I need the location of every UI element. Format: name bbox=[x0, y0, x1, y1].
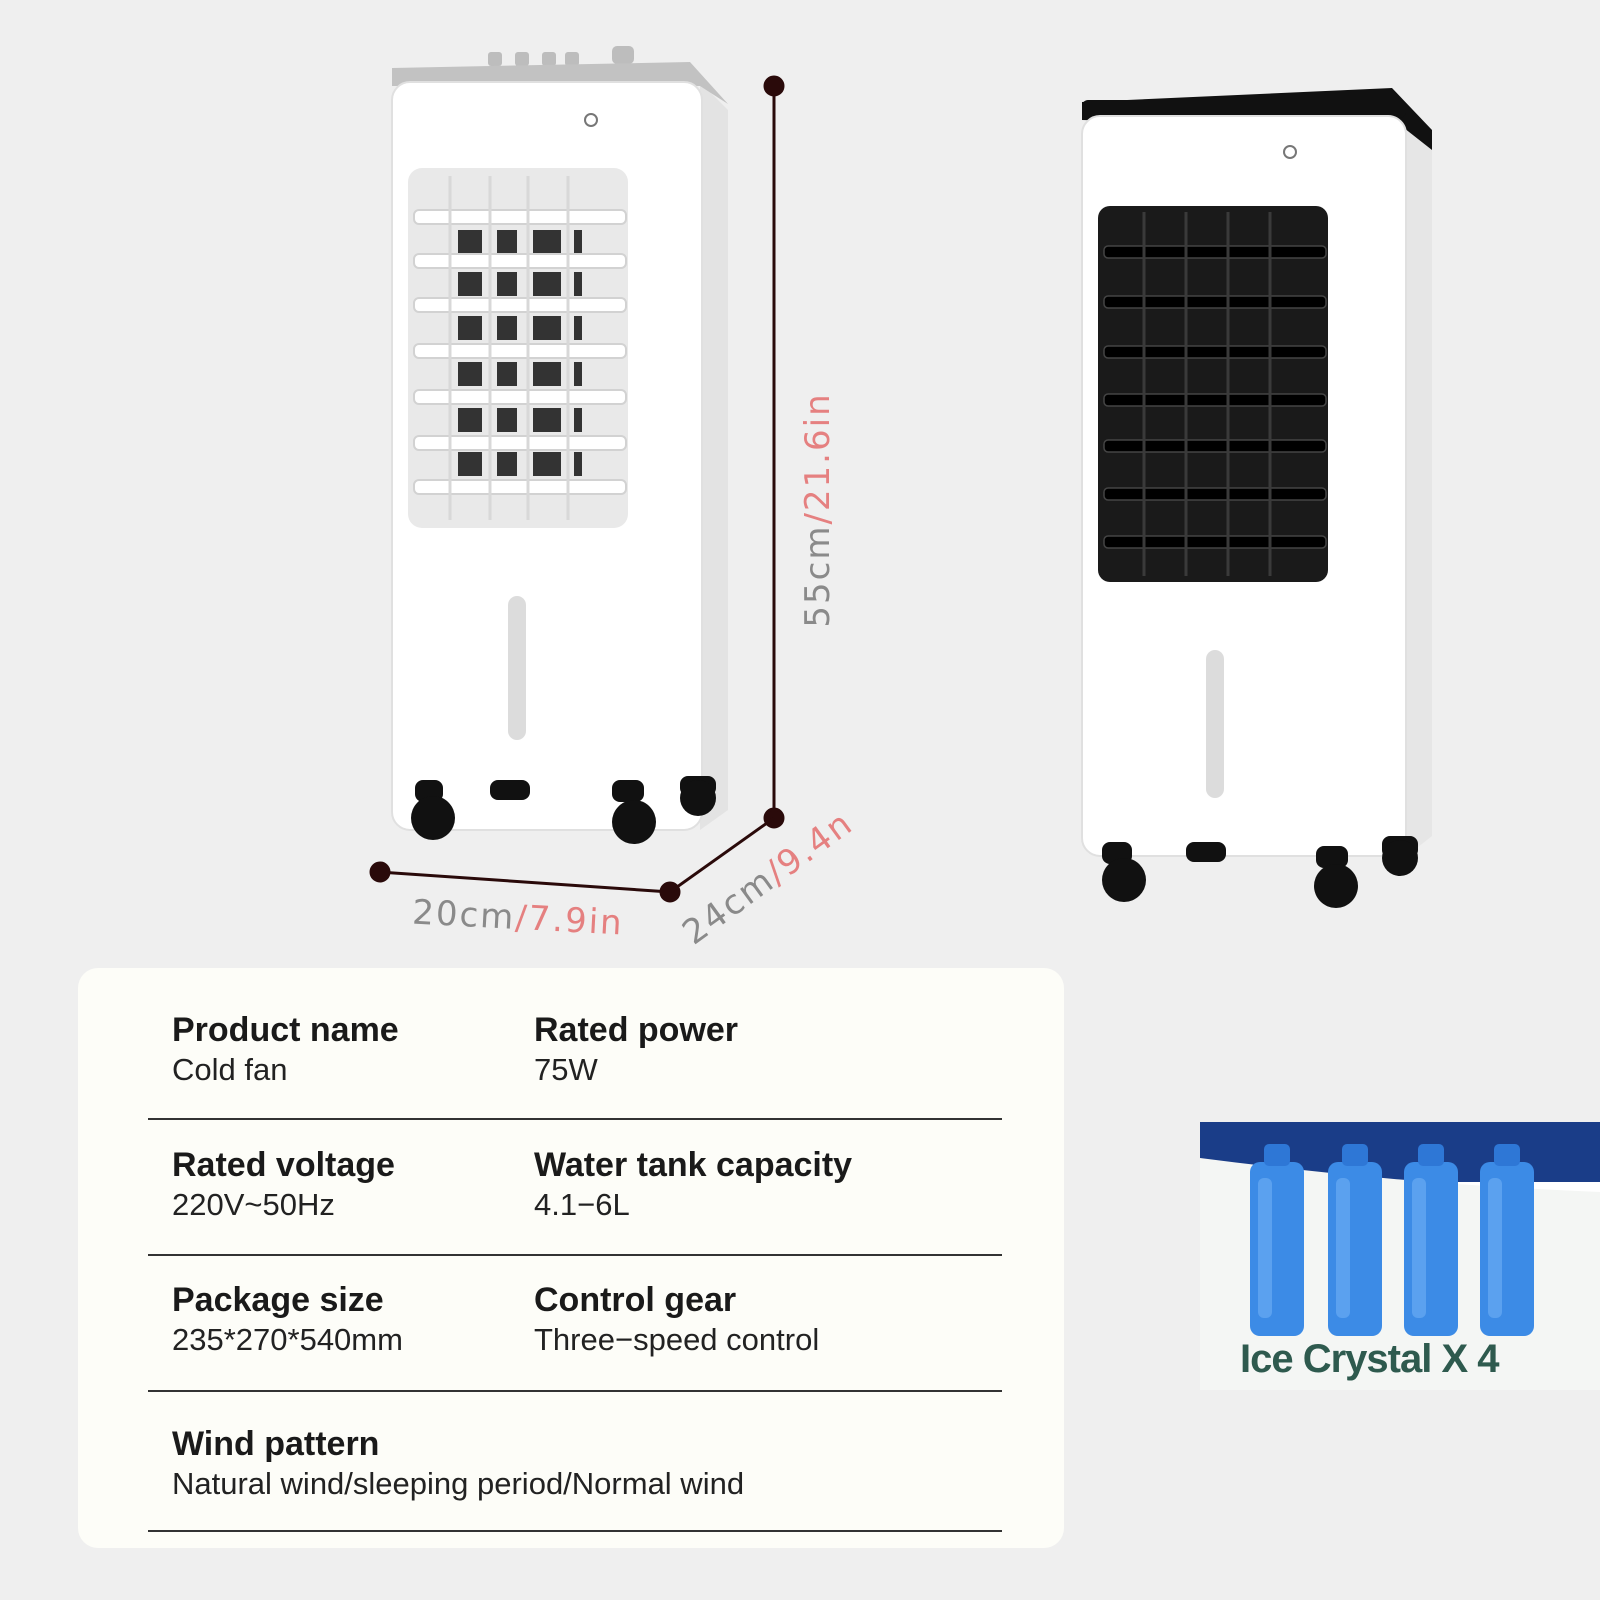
dimension-lines bbox=[369, 75, 785, 903]
dimension-dot-left bbox=[369, 861, 391, 883]
spec-label: Rated power bbox=[534, 1011, 739, 1049]
air-cooler-black-top bbox=[1081, 88, 1432, 908]
dimension-dot-top bbox=[763, 75, 785, 97]
ice-pack-image bbox=[1200, 1144, 1600, 1390]
spec-control-gear: Control gear Three−speed control bbox=[534, 1280, 819, 1360]
ice-pack-icon bbox=[1480, 1144, 1534, 1336]
spec-row: Wind pattern Natural wind/sleeping perio… bbox=[148, 1424, 1002, 1532]
white-grille-louvers bbox=[413, 176, 627, 520]
product-illustration bbox=[369, 46, 1432, 908]
spec-label: Water tank capacity bbox=[534, 1146, 853, 1184]
water-level-window bbox=[508, 596, 526, 740]
spec-value: Three−speed control bbox=[534, 1322, 820, 1357]
ice-pack-icon bbox=[1250, 1144, 1304, 1336]
width-imperial: /7.9in bbox=[514, 897, 625, 944]
ice-pack-icon bbox=[1404, 1144, 1458, 1336]
spec-label: Product name bbox=[172, 1011, 399, 1049]
sensor-icon bbox=[1283, 145, 1297, 159]
height-metric: 55cm bbox=[798, 524, 838, 628]
spec-label: Control gear bbox=[534, 1281, 737, 1319]
ice-crystal-label: Ice Crystal X 4 bbox=[1240, 1337, 1499, 1381]
casters bbox=[1102, 836, 1418, 908]
spec-row: Rated voltage 220V~50Hz Water tank capac… bbox=[148, 1145, 1002, 1256]
spec-value: Cold fan bbox=[172, 1052, 288, 1087]
casters bbox=[411, 776, 716, 844]
ice-pack-icons bbox=[1250, 1144, 1534, 1336]
spec-label: Rated voltage bbox=[172, 1146, 395, 1184]
spec-water-tank: Water tank capacity 4.1−6L bbox=[534, 1145, 852, 1225]
spec-value: 235*270*540mm bbox=[172, 1322, 403, 1357]
sensor-icon bbox=[584, 113, 598, 127]
spec-value: 75W bbox=[534, 1052, 598, 1087]
spec-row: Product name Cold fan Rated power 75W bbox=[148, 1010, 1002, 1120]
water-level-window bbox=[1206, 650, 1224, 798]
spec-rated-power: Rated power 75W bbox=[534, 1010, 738, 1090]
spec-wind-pattern: Wind pattern Natural wind/sleeping perio… bbox=[172, 1424, 744, 1504]
spec-card: Product name Cold fan Rated power 75W Ra… bbox=[78, 968, 1064, 1548]
spec-label: Package size bbox=[172, 1281, 384, 1319]
spec-value: 220V~50Hz bbox=[172, 1187, 335, 1222]
spec-product-name: Product name Cold fan bbox=[172, 1010, 399, 1090]
spec-value: 4.1−6L bbox=[534, 1187, 630, 1222]
ice-pack-icon bbox=[1328, 1144, 1382, 1336]
spec-label: Wind pattern bbox=[172, 1425, 380, 1463]
height-imperial: /21.6in bbox=[798, 392, 838, 525]
width-metric: 20cm bbox=[411, 892, 517, 938]
air-cooler-white-top bbox=[391, 46, 728, 844]
ice-crystal-panel: Ice Crystal X 4 bbox=[1200, 1122, 1600, 1390]
spec-package-size: Package size 235*270*540mm bbox=[172, 1280, 403, 1360]
dimension-height-label: 55cm/21.6in bbox=[798, 392, 838, 627]
spec-rated-voltage: Rated voltage 220V~50Hz bbox=[172, 1145, 395, 1225]
spec-value: Natural wind/sleeping period/Normal wind bbox=[172, 1466, 745, 1501]
spec-row: Package size 235*270*540mm Control gear … bbox=[148, 1280, 1002, 1392]
